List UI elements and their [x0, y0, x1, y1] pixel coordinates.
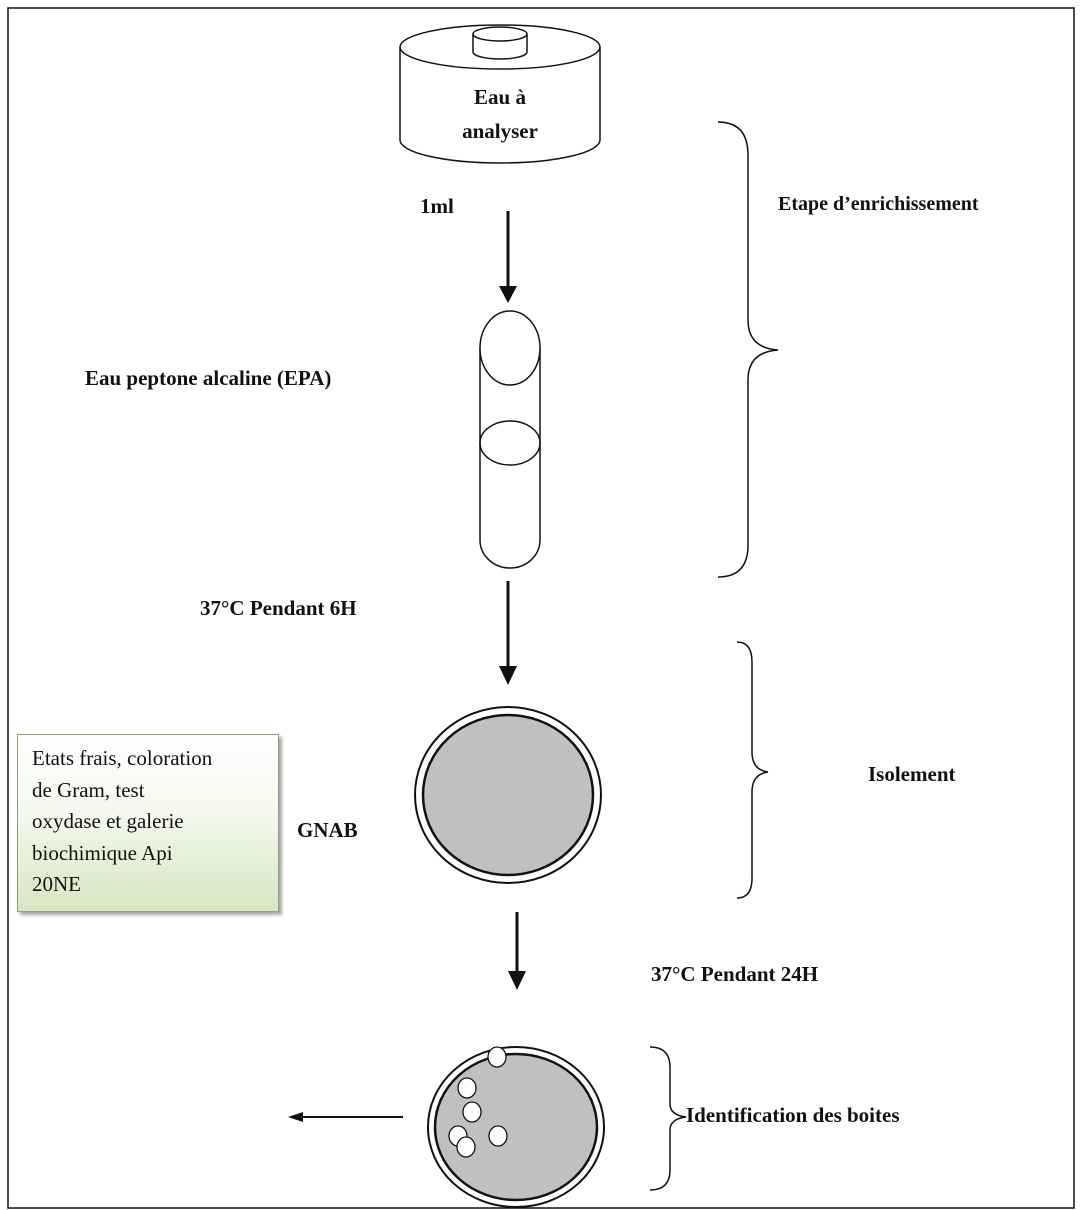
petri-dish-icon	[414, 706, 602, 884]
isolation-stage-label: Isolement	[868, 762, 956, 786]
isolation-medium-label: GNAB	[297, 818, 358, 842]
arrow-down-icon	[499, 581, 517, 685]
sample-label: Eau à analyser	[462, 85, 538, 143]
result-box-text: Etats frais, coloration de Gram, test ox…	[32, 746, 213, 896]
arrow-left-icon	[288, 1112, 403, 1122]
incubation-24h-label: 37°C Pendant 24H	[651, 962, 819, 986]
incubation-6h-label: 37°C Pendant 6H	[200, 596, 357, 620]
arrow-down-icon	[508, 912, 526, 990]
diagram-frame	[7, 7, 1075, 1209]
result-box: Etats frais, coloration de Gram, test ox…	[17, 734, 279, 912]
brace-enrichment-icon	[717, 121, 779, 578]
brace-isolation-icon	[736, 641, 769, 899]
brace-identification-icon	[649, 1046, 687, 1191]
test-tube-icon	[479, 310, 541, 569]
volume-label: 1ml	[420, 194, 454, 218]
identification-stage-label: Identification des boites	[686, 1103, 900, 1127]
water-container-icon	[399, 24, 601, 164]
arrow-down-icon	[499, 211, 517, 303]
enrichment-stage-label: Etape d’enrichissement	[778, 193, 979, 215]
enrichment-medium-label: Eau peptone alcaline (EPA)	[85, 366, 332, 390]
colony-plate-icon	[427, 1046, 605, 1208]
